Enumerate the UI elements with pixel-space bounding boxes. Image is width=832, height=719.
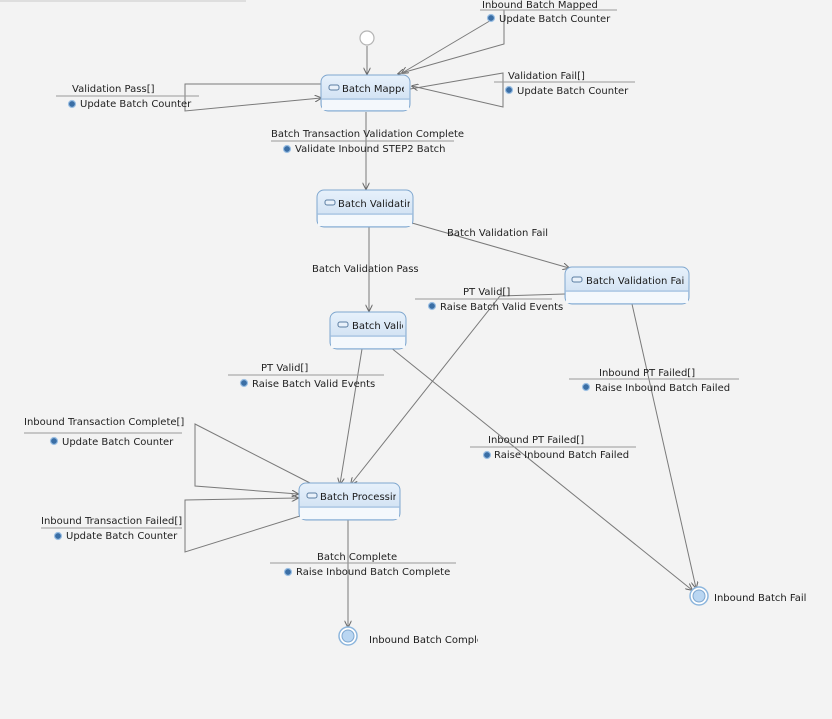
action-text: Raise Batch Valid Events [440, 302, 563, 313]
state-name: Batch Mapped [342, 84, 414, 95]
action-text: Raise Batch Valid Events [252, 379, 375, 390]
inbound-batch-mapped-line-1[interactable] [402, 18, 494, 73]
action-text: Raise Inbound Batch Failed [595, 383, 730, 394]
trigger-text: Validation Pass[] [72, 84, 155, 95]
trigger-text: PT Valid[] [261, 363, 308, 374]
state-name: Batch Validating [338, 199, 420, 210]
trigger-text: Inbound Batch Mapped [482, 0, 598, 11]
failed-to-end-failed[interactable] [631, 303, 696, 588]
state-batch-validating[interactable]: Batch Validating [316, 189, 420, 228]
label-validation-pass[interactable]: Validation Pass[] Update Batch Counter [56, 84, 199, 110]
action-icon [504, 85, 514, 95]
trigger-text: Inbound Transaction Complete[] [24, 417, 184, 428]
action-text: Update Batch Counter [80, 99, 192, 110]
initial-state[interactable] [359, 30, 375, 46]
label-batch-transaction-validation-complete[interactable]: Batch Transaction Validation Complete Va… [271, 129, 464, 155]
label-inbound-pt-failed-from-failed[interactable]: Inbound PT Failed[] Raise Inbound Batch … [569, 368, 739, 394]
state-icon [306, 492, 318, 499]
valid-to-processing[interactable] [340, 348, 363, 484]
state-batch-mapped[interactable]: Batch Mapped [320, 74, 414, 112]
valid-to-end-failed[interactable] [389, 346, 692, 590]
inbound-batch-mapped-line-2[interactable] [398, 10, 505, 74]
state-name: Batch Processing [320, 492, 405, 503]
state-icon [571, 276, 583, 283]
action-text: Update Batch Counter [66, 531, 178, 542]
label-validation-fail[interactable]: Validation Fail[] Update Batch Counter [494, 71, 635, 97]
action-icon [283, 567, 293, 577]
trigger-text: Inbound Transaction Failed[] [41, 516, 182, 527]
action-text: Raise Inbound Batch Failed [494, 450, 629, 461]
action-text: Validate Inbound STEP2 Batch [295, 144, 446, 155]
label-inbound-batch-mapped[interactable]: Inbound Batch Mapped Update Batch Counte… [480, 0, 617, 25]
action-text: Update Batch Counter [499, 14, 611, 25]
inbound-transaction-failed-loop[interactable] [184, 498, 301, 553]
label-batch-complete[interactable]: Batch Complete Raise Inbound Batch Compl… [270, 552, 456, 578]
action-text: Update Batch Counter [62, 437, 174, 448]
action-icon [53, 531, 63, 541]
action-icon [49, 436, 59, 446]
state-batch-validation-failed[interactable]: Batch Validation Failed [564, 266, 700, 305]
action-icon [67, 99, 77, 109]
state-name: Batch Valid [352, 321, 408, 332]
action-icon [486, 13, 496, 23]
action-icon [239, 378, 249, 388]
action-text: Raise Inbound Batch Complete [296, 567, 450, 578]
action-icon [427, 301, 437, 311]
trigger-text: Batch Transaction Validation Complete [271, 129, 464, 140]
inbound-transaction-complete-loop[interactable] [194, 423, 313, 494]
state-icon [328, 84, 340, 91]
trigger-text: Validation Fail[] [508, 71, 585, 82]
label-inbound-transaction-failed[interactable]: Inbound Transaction Failed[] Update Batc… [41, 516, 182, 542]
validation-pass-loop[interactable] [184, 83, 321, 112]
trigger-text: Batch Validation Pass [312, 264, 419, 275]
label-batch-validation-fail[interactable]: Batch Validation Fail [447, 228, 548, 239]
label-inbound-transaction-complete[interactable]: Inbound Transaction Complete[] Update Ba… [24, 417, 184, 448]
action-text: Update Batch Counter [517, 86, 629, 97]
state-batch-processing[interactable]: Batch Processing [298, 482, 405, 521]
state-name: Batch Validation Failed [586, 276, 700, 287]
action-icon [581, 382, 591, 392]
state-icon [324, 199, 336, 206]
label-inbound-pt-failed-from-valid[interactable]: Inbound PT Failed[] Raise Inbound Batch … [470, 435, 636, 461]
final-state-icon [341, 629, 355, 643]
final-state-inbound-batch-failed[interactable]: Inbound Batch Failed [689, 586, 819, 606]
validation-fail-loop[interactable] [409, 72, 504, 108]
validating-to-failed[interactable] [411, 222, 569, 268]
failed-to-processing[interactable] [351, 293, 566, 484]
trigger-text: PT Valid[] [463, 287, 510, 298]
trigger-text: Batch Validation Fail [447, 228, 548, 239]
state-icon [337, 321, 349, 328]
trigger-text: Inbound PT Failed[] [488, 435, 584, 446]
state-batch-valid[interactable]: Batch Valid [329, 311, 408, 350]
transition-labels: Inbound Batch Mapped Update Batch Counte… [24, 0, 739, 578]
transition-lines [184, 10, 696, 627]
label-batch-validation-pass[interactable]: Batch Validation Pass [312, 264, 419, 275]
label-pt-valid-from-failed[interactable]: PT Valid[] Raise Batch Valid Events [415, 287, 563, 313]
final-state-name: Inbound Batch Failed [714, 593, 819, 604]
action-icon [482, 450, 492, 460]
trigger-text: Inbound PT Failed[] [599, 368, 695, 379]
label-pt-valid-from-valid[interactable]: PT Valid[] Raise Batch Valid Events [228, 363, 384, 390]
action-icon [282, 144, 292, 154]
final-state-inbound-batch-complete[interactable]: Inbound Batch Complete [338, 626, 493, 646]
final-state-icon [692, 589, 706, 603]
trigger-text: Batch Complete [317, 552, 397, 563]
final-state-name: Inbound Batch Complete [369, 635, 493, 646]
